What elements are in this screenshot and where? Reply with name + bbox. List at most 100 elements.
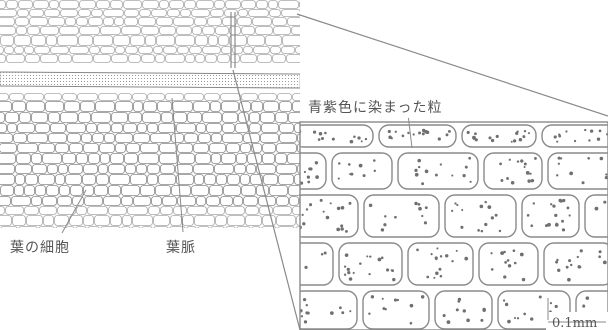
tissue-cell (147, 93, 165, 101)
tissue-cell (217, 54, 230, 63)
tissue-cell (272, 54, 286, 63)
stained-grain (383, 223, 387, 227)
stained-grain (503, 275, 507, 279)
stained-grain (300, 181, 304, 185)
tissue-cell (93, 35, 113, 46)
magnified-cell (300, 124, 374, 148)
stained-grain (338, 306, 342, 310)
tissue-cell (59, 185, 70, 196)
tissue-cell (269, 185, 288, 196)
stained-grain (466, 130, 470, 135)
stained-grain (569, 171, 574, 176)
tissue-cell (262, 215, 276, 226)
stained-grain (545, 224, 548, 228)
stained-grain (508, 158, 511, 161)
stained-grain (487, 205, 492, 210)
tissue-cell (150, 133, 171, 143)
magnified-cells (300, 124, 608, 330)
tissue-cell (294, 174, 300, 185)
tissue-cell (25, 54, 40, 63)
tissue-cell (70, 185, 83, 196)
tissue-cell (263, 174, 278, 185)
stained-grain (461, 208, 464, 212)
tissue-cell (153, 46, 163, 54)
tissue-cell (211, 133, 222, 143)
tissue-cell (141, 54, 155, 63)
tissue-cell (207, 206, 225, 215)
tissue-cell (140, 185, 155, 196)
stained-grain (480, 318, 484, 322)
stained-grain (305, 303, 308, 307)
stained-grain (516, 317, 520, 320)
stained-grain (323, 251, 327, 255)
tissue-cell (170, 215, 182, 226)
tissue-cell (0, 226, 18, 228)
stained-grain (435, 271, 439, 276)
tissue-cell (184, 0, 196, 9)
tissue-cell (110, 0, 123, 9)
tissue-cell (88, 17, 103, 26)
tissue-cell (196, 0, 214, 9)
tissue-cell (239, 101, 251, 112)
tissue-cell (226, 143, 240, 153)
tissue-cell (241, 0, 256, 9)
tissue-cell (26, 215, 43, 226)
tissue-cell (19, 112, 31, 123)
tissue-cell (83, 185, 94, 196)
stained-grain (581, 181, 585, 185)
tissue-cell (196, 196, 206, 206)
tissue-cell (45, 101, 64, 112)
stained-grain (568, 259, 572, 263)
stained-grain (579, 266, 582, 269)
stained-grain (602, 260, 607, 265)
tissue-cell (202, 46, 221, 54)
tissue-cell (221, 101, 239, 112)
stained-grain (605, 173, 608, 176)
stained-grain (347, 271, 351, 275)
magnified-cell (300, 194, 359, 238)
tissue-cell (44, 9, 60, 17)
stained-grain (547, 222, 551, 227)
stained-grain (368, 272, 371, 276)
tissue-cell (191, 9, 210, 17)
tissue-cell (0, 0, 6, 9)
tissue-cell (69, 143, 83, 153)
stained-grain (345, 229, 348, 233)
tissue-cell (109, 174, 130, 185)
stained-grain (596, 137, 601, 141)
tissue-cell (111, 112, 128, 123)
tissue-cell (195, 153, 211, 164)
stained-grain (392, 277, 396, 282)
tissue-cell (159, 153, 178, 164)
tissue-cell (234, 164, 246, 174)
stained-grain (598, 129, 602, 133)
tissue-cell (177, 46, 189, 54)
tissue-cell (250, 174, 263, 185)
tissue-cell (100, 226, 121, 228)
tissue-cell (42, 196, 57, 206)
tissue-cell (65, 17, 76, 26)
tissue-cell (11, 196, 31, 206)
tissue-cell (17, 143, 38, 153)
stained-grain (495, 134, 499, 139)
stained-grain (554, 213, 558, 218)
tissue-cell (26, 101, 45, 112)
tissue-cell (249, 123, 261, 133)
stained-grain (352, 271, 355, 275)
vein-edge-bottom (0, 85, 300, 89)
tissue-cell (0, 93, 9, 101)
stained-grain (349, 310, 352, 313)
tissue-cell (142, 112, 161, 123)
tissue-cell (184, 133, 198, 143)
magnified-cell (521, 194, 580, 238)
stained-grain (414, 172, 419, 177)
stained-grain (594, 206, 599, 211)
stained-grain (377, 257, 382, 262)
stained-grain (557, 162, 560, 165)
tissue-cell (103, 9, 124, 17)
tissue-cell (251, 101, 263, 112)
stained-grain (420, 295, 425, 299)
stained-grain (516, 160, 520, 163)
stained-grain (393, 298, 398, 302)
